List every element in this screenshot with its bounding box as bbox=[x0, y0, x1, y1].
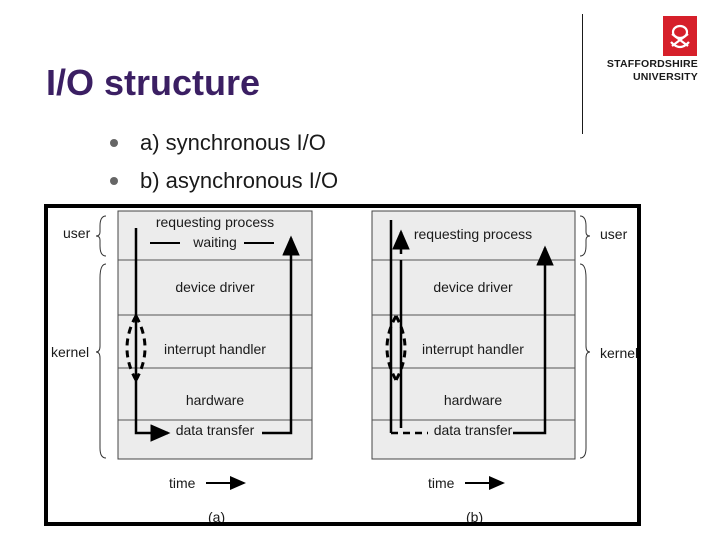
bullet-list: a) synchronous I/O b) asynchronous I/O bbox=[110, 124, 338, 200]
panel-b-data-transfer: data transfer bbox=[434, 422, 513, 438]
bullet-text: b) asynchronous I/O bbox=[140, 168, 339, 193]
panel-b-hardware: hardware bbox=[444, 392, 503, 408]
panel-a-return-arrow bbox=[262, 235, 300, 435]
panel-a-requesting-process: requesting process bbox=[156, 214, 274, 230]
panel-a-caption: (a) bbox=[208, 509, 225, 522]
logo-text-line1: STAFFORDSHIRE bbox=[606, 58, 698, 70]
bullet-text: a) synchronous I/O bbox=[140, 130, 326, 155]
panel-a-request-arrow bbox=[134, 228, 171, 442]
bullet-dot-icon bbox=[110, 139, 118, 147]
panel-b-device-driver: device driver bbox=[433, 279, 513, 295]
panel-b-label-user: user bbox=[600, 226, 628, 242]
panel-b-completion-arrow bbox=[513, 245, 554, 435]
header-divider bbox=[582, 14, 583, 134]
panel-b-requesting-process: requesting process bbox=[414, 226, 532, 242]
panel-a-label-user: user bbox=[63, 225, 91, 241]
bullet-dot-icon bbox=[110, 177, 118, 185]
panel-a-interrupt-handler: interrupt handler bbox=[164, 341, 266, 357]
panel-b-interrupt-handler: interrupt handler bbox=[422, 341, 524, 357]
panel-b-caption: (b) bbox=[466, 509, 483, 522]
panel-a-waiting: waiting bbox=[192, 234, 237, 250]
slide-title: I/O structure bbox=[46, 62, 261, 103]
io-diagram: requesting process waiting device driver… bbox=[51, 210, 637, 522]
panel-a-data-transfer: data transfer bbox=[176, 422, 255, 438]
panel-b: requesting process device driver interru… bbox=[371, 210, 637, 522]
panel-b-label-kernel: kernel bbox=[600, 345, 637, 361]
bullet-item: a) synchronous I/O bbox=[110, 124, 338, 162]
panel-a-hardware: hardware bbox=[186, 392, 245, 408]
panel-a-device-driver: device driver bbox=[175, 279, 255, 295]
panel-b-time-label: time bbox=[428, 475, 455, 491]
panel-a: requesting process waiting device driver… bbox=[51, 210, 313, 522]
panel-a-time-label: time bbox=[169, 475, 196, 491]
panel-a-box bbox=[117, 210, 313, 460]
bullet-item: b) asynchronous I/O bbox=[110, 162, 338, 200]
panel-a-label-kernel: kernel bbox=[51, 344, 89, 360]
io-diagram-figure: requesting process waiting device driver… bbox=[44, 204, 641, 526]
university-logo: STAFFORDSHIRE UNIVERSITY bbox=[588, 14, 698, 90]
staffordshire-knot-icon bbox=[663, 16, 697, 56]
logo-text-line2: UNIVERSITY bbox=[632, 71, 698, 83]
